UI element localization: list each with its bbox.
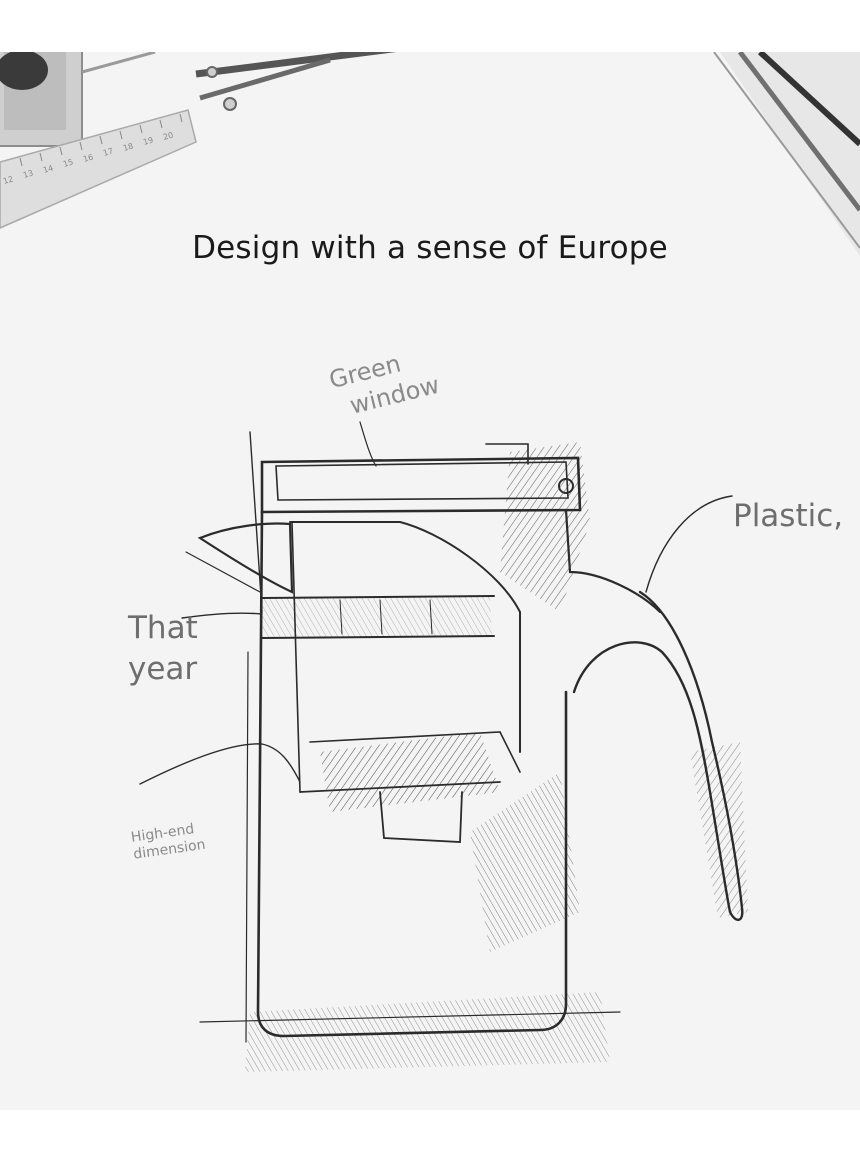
annotation-line: year bbox=[128, 651, 198, 687]
teapot-sketch bbox=[139, 421, 748, 1072]
ruler-object: 12 13 14 15 16 17 18 19 20 bbox=[0, 109, 197, 229]
headline: Design with a sense of Europe bbox=[192, 230, 668, 266]
ruler-tick-label: 14 bbox=[42, 163, 54, 174]
sketch-paper: 12 13 14 15 16 17 18 19 20 bbox=[0, 52, 860, 1110]
ruler-tick-label: 20 bbox=[162, 130, 174, 141]
annotation-that-year: That year bbox=[128, 608, 198, 690]
sketch-scene: 12 13 14 15 16 17 18 19 20 bbox=[0, 52, 860, 1072]
paper-corner-object bbox=[713, 52, 860, 256]
ruler-tick-label: 16 bbox=[82, 152, 94, 163]
ruler-tick-label: 13 bbox=[22, 168, 34, 179]
annotation-line: That bbox=[128, 610, 198, 646]
ruler-tick-label: 15 bbox=[62, 157, 74, 168]
pen-object bbox=[81, 52, 156, 74]
ruler-tick-label: 12 bbox=[2, 174, 14, 185]
ruler-tick-label: 19 bbox=[142, 135, 154, 146]
ink-box-object bbox=[0, 52, 83, 147]
compass-object bbox=[195, 52, 397, 111]
annotation-plastic: Plastic, bbox=[733, 498, 844, 534]
ruler-tick-label: 18 bbox=[122, 141, 134, 152]
ruler-tick-label: 17 bbox=[102, 146, 114, 157]
